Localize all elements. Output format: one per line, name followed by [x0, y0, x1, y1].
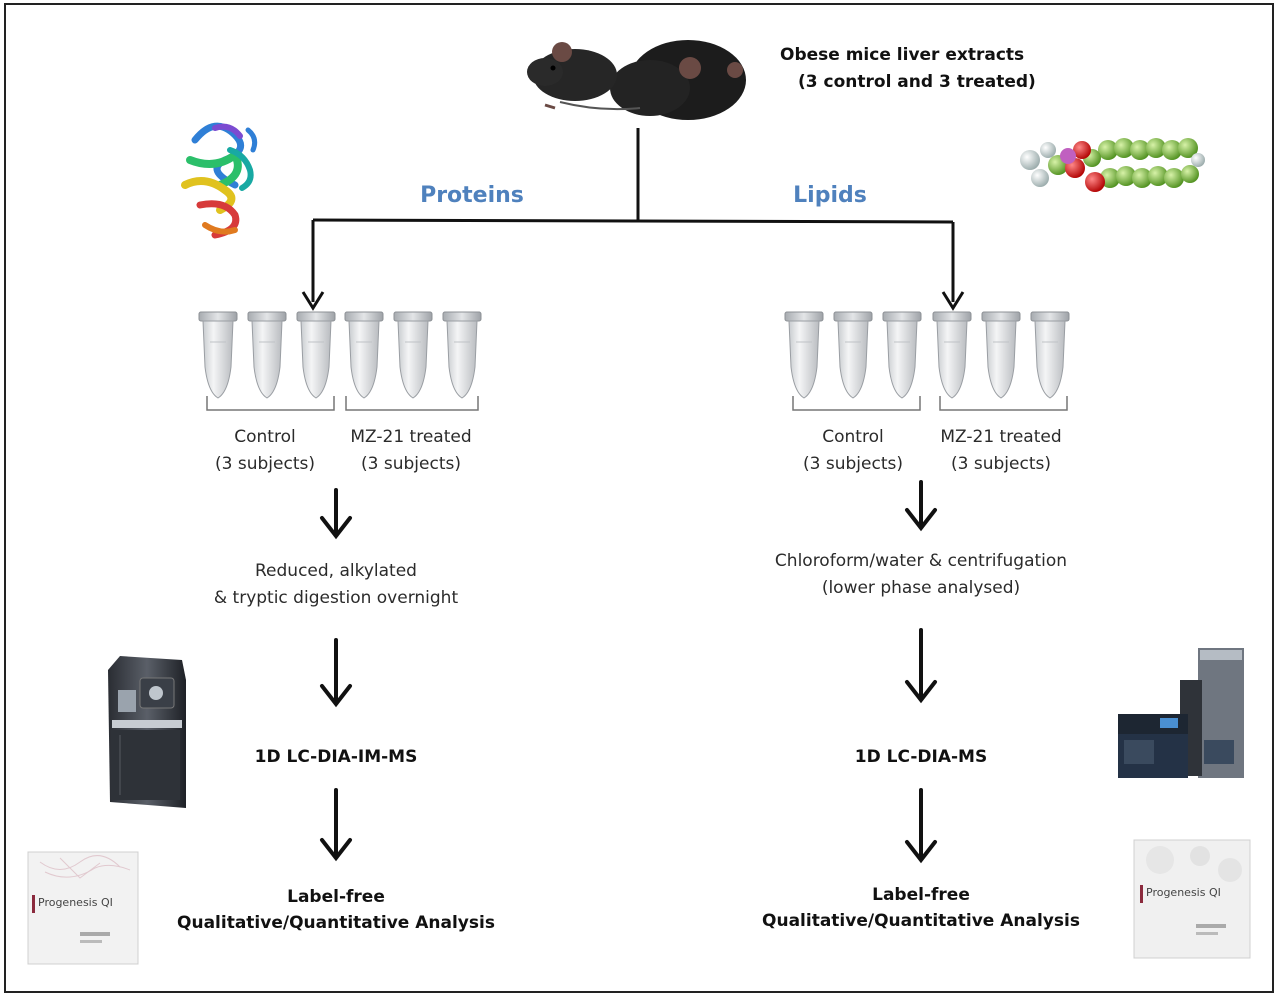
mass-spectrometer-icon	[108, 656, 186, 808]
header-line-1: Obese mice liver extracts	[780, 45, 1025, 65]
right-treated-count: (3 subjects)	[951, 454, 1051, 474]
left-step3-line2: Qualitative/Quantitative Analysis	[177, 913, 495, 933]
right-treated-label: MZ-21 treated	[940, 427, 1062, 447]
tube-icon	[784, 311, 824, 399]
right-step3-line1: Label-free	[872, 885, 970, 905]
header-line-2: (3 control and 3 treated)	[798, 72, 1036, 92]
software-label-right: Progenesis QI	[1146, 886, 1221, 899]
tube-icon	[833, 311, 873, 399]
protein-structure-icon	[181, 122, 258, 239]
tube-icon	[1030, 311, 1070, 399]
tube-icon	[882, 311, 922, 399]
tube-icon	[932, 311, 972, 399]
branch-label-proteins: Proteins	[420, 183, 524, 208]
arrow-right-2	[905, 628, 937, 704]
lipid-sample-tubes	[784, 311, 1070, 399]
lipid-molecule-icon	[1020, 138, 1205, 192]
right-step1-line1: Chloroform/water & centrifugation	[774, 551, 1068, 571]
arrow-left-1	[320, 488, 352, 540]
left-step1-line1: Reduced, alkylated	[255, 561, 417, 581]
software-label-left: Progenesis QI	[38, 896, 113, 909]
tube-icon	[393, 311, 433, 399]
arrow-left-3	[320, 788, 352, 862]
right-control-label: Control	[822, 427, 884, 447]
left-treated-count: (3 subjects)	[361, 454, 461, 474]
flow-arrows	[320, 480, 937, 864]
protein-sample-tubes	[198, 311, 482, 399]
tube-icon	[247, 311, 287, 399]
tube-icon	[198, 311, 238, 399]
right-control-count: (3 subjects)	[803, 454, 903, 474]
mouse-icon	[527, 40, 746, 120]
arrow-to-lipid-tubes	[941, 291, 965, 311]
group-brackets	[206, 396, 1068, 411]
diagram-frame	[4, 3, 1274, 993]
left-control-label: Control	[234, 427, 296, 447]
right-step1-line2: (lower phase analysed)	[821, 578, 1021, 598]
right-step2: 1D LC-DIA-MS	[854, 747, 988, 767]
software-box-icon	[1133, 839, 1251, 959]
left-treated-label: MZ-21 treated	[350, 427, 472, 447]
lc-system-icon	[1118, 648, 1244, 778]
tube-icon	[442, 311, 482, 399]
arrow-to-protein-tubes	[301, 291, 325, 311]
tube-icon	[344, 311, 384, 399]
left-step1-line2: & tryptic digestion overnight	[213, 588, 459, 608]
branch-connector	[311, 128, 955, 302]
left-step3-line1: Label-free	[287, 887, 385, 907]
left-control-count: (3 subjects)	[215, 454, 315, 474]
right-step3-line2: Qualitative/Quantitative Analysis	[762, 911, 1080, 931]
tube-icon	[981, 311, 1021, 399]
tube-icon	[296, 311, 336, 399]
arrow-left-2	[320, 638, 352, 708]
branch-label-lipids: Lipids	[793, 183, 867, 208]
arrow-right-1	[905, 480, 937, 532]
software-box-icon	[27, 851, 139, 965]
arrow-right-3	[905, 788, 937, 864]
left-step2: 1D LC-DIA-IM-MS	[254, 747, 418, 767]
